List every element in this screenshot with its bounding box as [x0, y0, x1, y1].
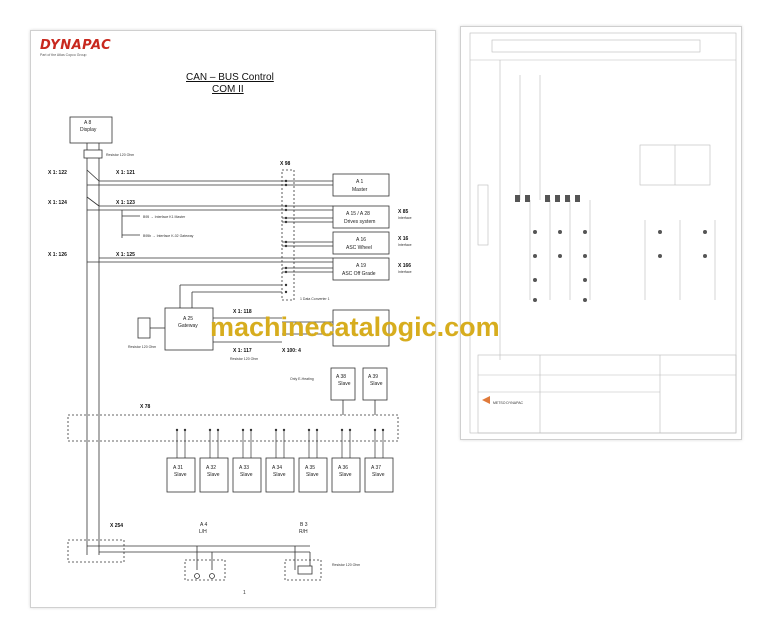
node-a4-id: A 4	[200, 522, 207, 528]
side-x166: X 166	[398, 263, 411, 269]
module-a1-name: Master	[352, 187, 368, 193]
watermark: machinecatalogic.com	[210, 312, 500, 342]
page-number: 1	[243, 590, 246, 596]
slave-a33-name: Slave	[240, 472, 253, 478]
slave-a36-id: A 36	[338, 465, 348, 471]
slave-a35-name: Slave	[306, 472, 319, 478]
gateway-name: Gateway	[178, 323, 198, 329]
display-id: A 8	[84, 120, 91, 126]
display-name: Display	[80, 127, 97, 133]
slave-a35-id: A 35	[305, 465, 315, 471]
connector-x1-122: X 1: 122	[48, 170, 67, 176]
resistor-bottom: Resistor 120 Ohm	[332, 563, 360, 567]
page-subtitle: COM II	[212, 84, 244, 95]
side-x16-sub: Interface	[398, 243, 412, 247]
slave-a31-id: A 31	[173, 465, 183, 471]
module-a16-name: ASC Wheel	[346, 245, 372, 251]
connector-x1-118: X 1: 118	[233, 309, 252, 315]
slave-a32-name: Slave	[207, 472, 220, 478]
connector-x1-117: X 1: 117	[233, 348, 252, 354]
slave-a39-name: Slave	[370, 381, 383, 387]
connector-x1-123: X 1: 123	[116, 200, 135, 206]
slave-a38-id: A 38	[336, 374, 346, 380]
slave-a34-name: Slave	[273, 472, 286, 478]
resistor-mid: Resistor 120 Ohm	[230, 357, 258, 361]
slave-a38-name: Slave	[338, 381, 351, 387]
heating-label: Only E-Heating	[290, 377, 314, 381]
slave-a33-id: A 33	[239, 465, 249, 471]
slave-a32-id: A 32	[206, 465, 216, 471]
node-b3-name: R/H	[299, 529, 308, 535]
module-a15-id: A 15 / A 28	[346, 211, 370, 217]
side-x85-sub: Interface	[398, 216, 412, 220]
connector-x1-125: X 1: 125	[116, 252, 135, 258]
connector-x1-126: X 1: 126	[48, 252, 67, 258]
connector-x1-124: X 1: 124	[48, 200, 67, 206]
slave-a36-name: Slave	[339, 472, 352, 478]
connector-x254: X 254	[110, 523, 123, 529]
side-x166-sub: Interface	[398, 270, 412, 274]
connector-x78: X 78	[140, 404, 151, 410]
side-x16: X 16	[398, 236, 409, 242]
schematic-page-right	[460, 26, 742, 440]
slave-a37-name: Slave	[372, 472, 385, 478]
slave-a39-id: A 39	[368, 374, 378, 380]
resistor-left: Resistor 120 Ohm	[128, 345, 156, 349]
connector-x98: X 98	[280, 161, 291, 167]
page-title: CAN – BUS Control	[186, 72, 274, 83]
connector-x1-121: X 1: 121	[116, 170, 135, 176]
module-a1-id: A 1	[356, 179, 363, 185]
connector-x100: X 100: 4	[282, 348, 301, 354]
resistor-top: Resistor 120 Ohm	[106, 153, 134, 157]
dynapac-logo: DYNAPAC	[40, 38, 112, 53]
module-a19-id: A 19	[356, 263, 366, 269]
interface-b95: B95 → Interface K1 Master	[143, 215, 186, 219]
gateway-id: A 25	[183, 316, 193, 322]
node-b3-id: B 3	[300, 522, 308, 528]
interface-b95b: B95b → Interface K-02 Gateway	[143, 234, 194, 238]
module-a15-name: Drives system	[344, 219, 375, 225]
side-x85: X 85	[398, 209, 409, 215]
logo-tagline: Part of the Atlas Copco Group	[40, 53, 87, 57]
data-converter-label: 1 Data Converter 1	[300, 297, 330, 301]
module-a19-name: ASC Off Grade	[342, 271, 376, 277]
display-box	[69, 116, 113, 144]
right-company: METSO DYNAPAC	[493, 401, 524, 405]
node-a4-name: L/H	[199, 529, 207, 535]
slave-a31-name: Slave	[174, 472, 187, 478]
module-a16-id: A 16	[356, 237, 366, 243]
slave-a37-id: A 37	[371, 465, 381, 471]
slave-a34-id: A 34	[272, 465, 282, 471]
